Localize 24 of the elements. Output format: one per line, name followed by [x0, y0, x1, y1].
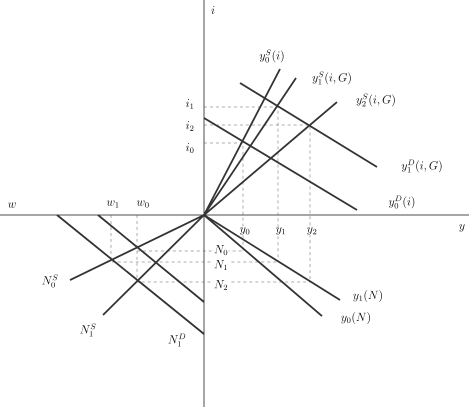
axis-value-label: $N_2$ [213, 280, 229, 290]
axis-value-label: $w_0$ [136, 200, 150, 208]
axis-value-label: $i_2$ [185, 120, 195, 132]
curve-label: $y_1^D(i,G)$ [400, 159, 444, 173]
axis-label: $w$ [7, 202, 17, 208]
curve-label: $N_1^S$ [79, 323, 97, 337]
curve-label: $y_2^S(i,G)$ [356, 93, 396, 107]
axis-value-label: $N_1$ [213, 260, 229, 270]
curve-label: $N_1^D$ [167, 333, 187, 347]
curve-label: $y_0^D(i)$ [388, 195, 416, 209]
axis-value-label: $y_1$ [275, 226, 287, 236]
axis-value-label: $w_1$ [106, 200, 120, 208]
curve-label: $N_0^S$ [41, 274, 59, 288]
curve-label: $y_0(N)$ [340, 312, 372, 324]
axis-value-label: $i_1$ [185, 98, 195, 110]
curve-label: $y_1(N)$ [352, 290, 384, 302]
curve-label: $y_0^S(i)$ [258, 49, 286, 63]
axis-value-label: $y_2$ [306, 226, 318, 236]
axis-value-label: $y_0$ [239, 226, 251, 236]
curve-label: $y_1^S(i,G)$ [312, 71, 352, 85]
axis-value-label: $N_0$ [213, 244, 229, 256]
axis-label: $i$ [210, 6, 216, 14]
axis-label: $y$ [458, 224, 466, 232]
axis-value-label: $i_0$ [185, 142, 195, 154]
